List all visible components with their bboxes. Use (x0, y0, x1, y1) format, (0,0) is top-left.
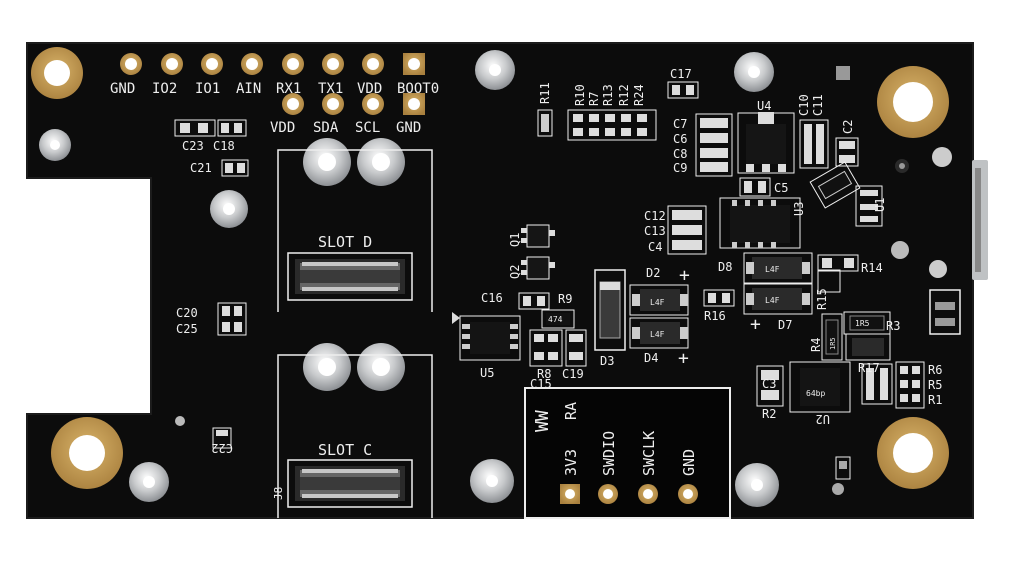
refdes-q1: Q1 (508, 233, 522, 247)
refdes-c7: C7 (673, 117, 687, 131)
refdes-r4: R4 (809, 338, 823, 352)
r9-chip-mark: 474 (548, 315, 563, 324)
refdes-r5: R5 (928, 378, 942, 392)
header-pads (120, 53, 425, 115)
refdes-c6: C6 (673, 132, 687, 146)
slot-d: SLOT D (277, 149, 433, 312)
swd-3v3-label: 3V3 (562, 449, 580, 476)
r3-chip-mark: 1R5 (855, 319, 870, 328)
refdes-r2: R2 (762, 407, 776, 421)
label-ain: AIN (236, 81, 261, 97)
refdes-c13: C13 (644, 224, 666, 238)
refdes-u4: U4 (757, 99, 771, 113)
polarity-plus-d2: + (679, 265, 690, 286)
refdes-r1: R1 (928, 393, 942, 407)
label-vdd: VDD (357, 81, 382, 97)
label-io2: IO2 (152, 81, 177, 97)
refdes-c23: C23 (182, 139, 204, 153)
smd-components: L4F L4F L4F L4F 474 (174, 66, 925, 480)
refdes-r10: R10 (573, 84, 587, 106)
refdes-r14: R14 (861, 261, 883, 275)
refdes-r15: R15 (815, 288, 829, 310)
refdes-c18: C18 (213, 139, 235, 153)
refdes-r24: R24 (632, 84, 646, 106)
slot-c-label: SLOT C (318, 441, 372, 459)
refdes-u3: U3 (792, 202, 806, 216)
refdes-c8: C8 (673, 147, 687, 161)
refdes-c2: C2 (841, 120, 855, 134)
mounting-holes (31, 47, 949, 489)
label-gnd: GND (110, 81, 135, 97)
r4-chip-mark: 1R5 (829, 337, 837, 350)
partial-ra: RA (562, 402, 580, 420)
refdes-q2: Q2 (508, 265, 522, 279)
refdes-r7: R7 (587, 92, 601, 106)
refdes-r3: R3 (886, 319, 900, 333)
refdes-r11: R11 (538, 82, 552, 104)
refdes-c4: C4 (648, 240, 662, 254)
refdes-c11: C11 (811, 94, 825, 116)
label-gnd-2: GND (396, 120, 421, 136)
swd-swdio-label: SWDIO (600, 431, 618, 476)
swd-connector: 3V3 SWDIO SWCLK GND WW RA (524, 387, 731, 519)
refdes-c15: C15 (530, 377, 552, 391)
refdes-r8: R8 (537, 367, 551, 381)
swd-gnd-label: GND (680, 449, 698, 476)
refdes-c9: C9 (673, 161, 687, 175)
label-vdd-2: VDD (270, 120, 295, 136)
refdes-u2: U2 (816, 412, 830, 426)
refdes-c25: C25 (176, 322, 198, 336)
refdes-r16: R16 (704, 309, 726, 323)
usb-connector (929, 160, 988, 335)
refdes-r12: R12 (617, 84, 631, 106)
refdes-c19: C19 (562, 367, 584, 381)
partial-ww: WW (532, 410, 553, 432)
slot-c: SLOT C J8 (272, 354, 433, 518)
refdes-d7: D7 (778, 318, 792, 332)
pcb-board (27, 43, 973, 518)
refdes-c5: C5 (774, 181, 788, 195)
refdes-d3: D3 (600, 354, 614, 368)
refdes-c12: C12 (644, 209, 666, 223)
label-boot0: BOOT0 (397, 81, 439, 97)
label-tx1: TX1 (318, 81, 343, 97)
refdes-r6: R6 (928, 363, 942, 377)
label-sda: SDA (313, 120, 339, 136)
refdes-u5: U5 (480, 366, 494, 380)
refdes-c16: C16 (481, 291, 503, 305)
label-io1: IO1 (195, 81, 220, 97)
refdes-c10: C10 (797, 94, 811, 116)
refdes-r9: R9 (558, 292, 572, 306)
d2-chip-mark: L4F (650, 298, 665, 307)
refdes-d2: D2 (646, 266, 660, 280)
refdes-u1: U1 (873, 198, 887, 212)
refdes-d4: D4 (644, 351, 658, 365)
refdes-d8: D8 (718, 260, 732, 274)
slot-d-label: SLOT D (318, 233, 372, 251)
d7-chip-mark: L4F (765, 296, 780, 305)
refdes-c21: C21 (190, 161, 212, 175)
refdes-c3: C3 (762, 377, 776, 391)
refdes-c22: C22 (211, 441, 233, 455)
d4-chip-mark: L4F (650, 330, 665, 339)
u2-chip-mark: 64bp (806, 389, 825, 398)
label-rx1: RX1 (276, 81, 301, 97)
swd-swclk-label: SWCLK (640, 431, 658, 476)
refdes-r13: R13 (601, 84, 615, 106)
polarity-plus-d7: + (750, 314, 761, 335)
refdes-c20: C20 (176, 306, 198, 320)
j8-label: J8 (272, 487, 285, 500)
refdes-c17: C17 (670, 67, 692, 81)
d8-chip-mark: L4F (765, 265, 780, 274)
label-scl: SCL (355, 120, 380, 136)
refdes-r17: R17 (858, 361, 880, 375)
polarity-plus-d4: + (678, 348, 689, 369)
